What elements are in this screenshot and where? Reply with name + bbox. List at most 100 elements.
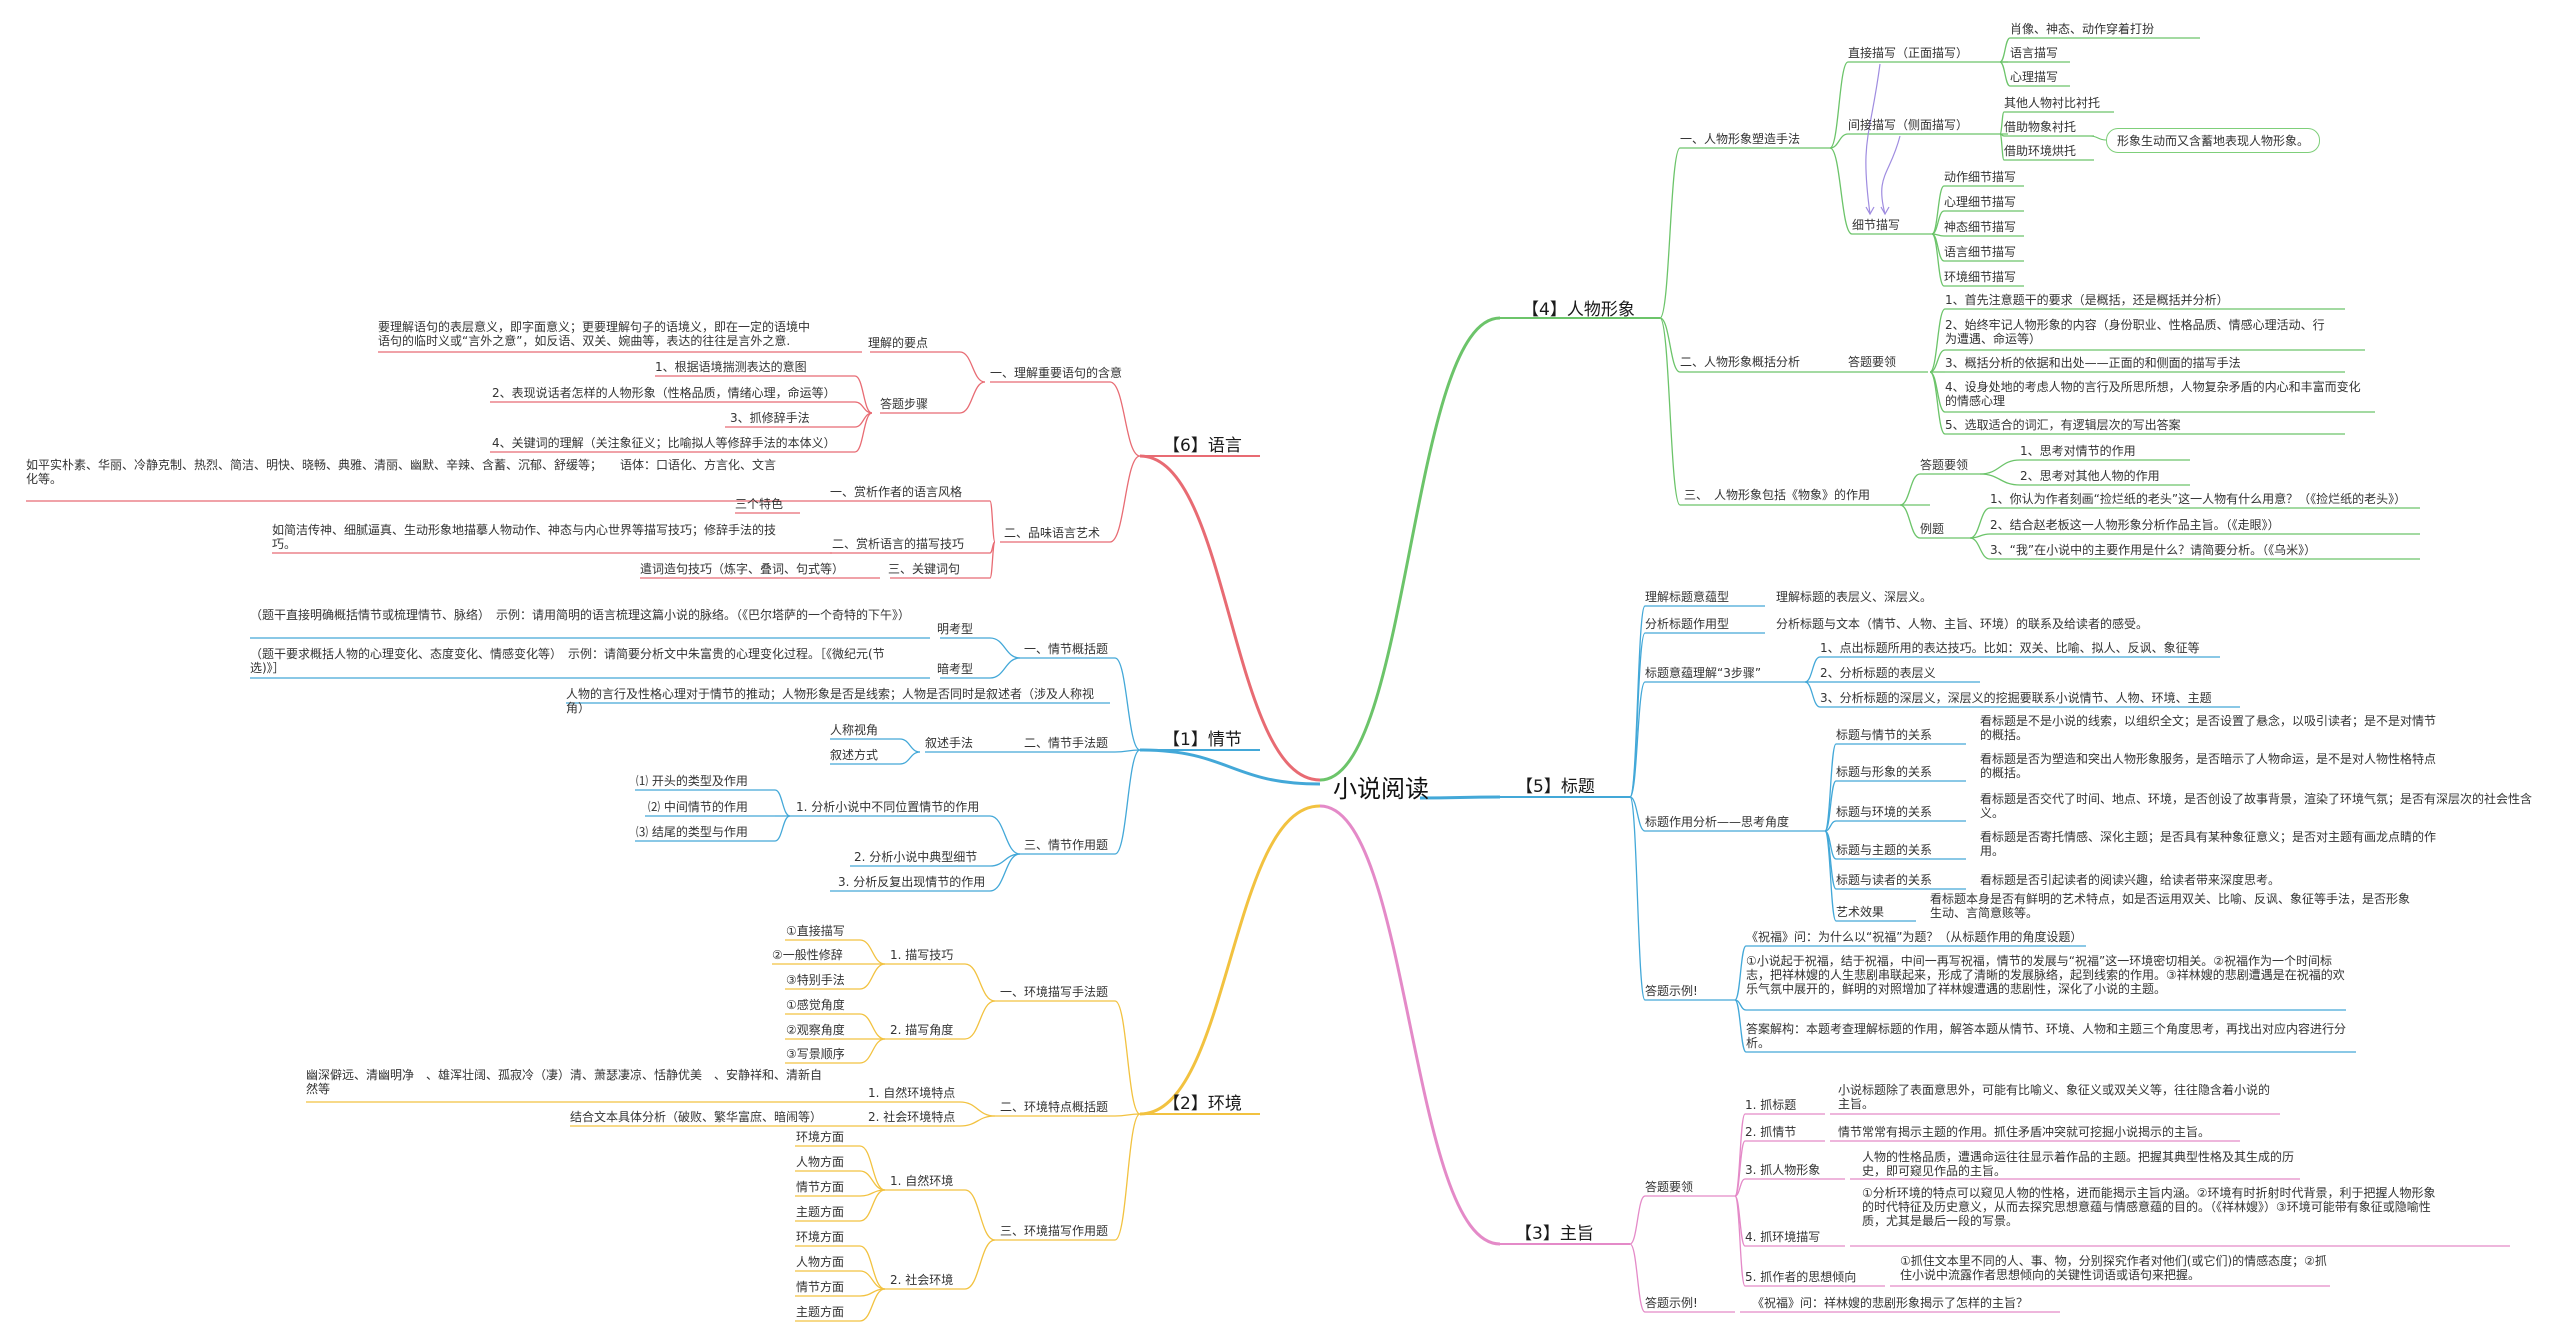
- node-three-features[interactable]: 三个特色: [735, 497, 784, 511]
- leaf-middle-function[interactable]: ⑵ 中间情节的作用: [648, 800, 748, 814]
- node-character-analysis[interactable]: 二、人物形象概括分析: [1680, 355, 1801, 369]
- leaf-step-rhetoric[interactable]: 3、抓修辞手法: [730, 411, 810, 425]
- node-language-art[interactable]: 二、品味语言艺术: [1004, 526, 1101, 540]
- leaf-example-3[interactable]: 3、“我”在小说中的主要作用是什么？请简要分析。（《乌米》）: [1990, 543, 2317, 557]
- leaf-detail-expression[interactable]: 神态细节描写: [1944, 220, 2017, 234]
- node-grab-environment[interactable]: 4. 抓环境描写: [1745, 1230, 1821, 1244]
- leaf-step-context[interactable]: 1、根据语境揣测表达的意图: [655, 360, 807, 374]
- node-title-meaning-type[interactable]: 理解标题意蕴型: [1645, 590, 1730, 604]
- node-title-angles[interactable]: 标题作用分析——思考角度: [1645, 815, 1790, 829]
- node-answer-steps[interactable]: 答题步骤: [880, 397, 929, 411]
- node-theme-sample[interactable]: 答题示例!: [1645, 1296, 1698, 1310]
- leaf-special-method[interactable]: ③特别手法: [786, 973, 845, 987]
- node-repeated-plot[interactable]: 3. 分析反复出现情节的作用: [838, 875, 986, 889]
- leaf-grab-character[interactable]: 人物的性格品质，遭遇命运往往显示着作品的主题。把握其典型性格及其生成的历史，即可…: [1862, 1150, 2295, 1178]
- node-key-sentences[interactable]: 一、理解重要语句的含意: [990, 366, 1123, 380]
- leaf-description-skills[interactable]: 如简洁传神、细腻逼真、生动形象地描摹人物动作、神态与内心世界等描写技巧；修辞手法…: [272, 523, 777, 551]
- leaf-function-people[interactable]: 2、思考对其他人物的作用: [2020, 469, 2160, 483]
- leaf-implicit-type[interactable]: （题干要求概括人物的心理变化、态度变化、情感变化等） 示例：请简要分析文中朱富贵…: [250, 647, 885, 675]
- leaf-rel-environment[interactable]: 看标题是否交代了时间、地点、环境，是否创设了故事背景，渲染了环境气氛；是否有深层…: [1980, 792, 2533, 820]
- leaf-ending-function[interactable]: ⑶ 结尾的类型与作用: [636, 825, 748, 839]
- leaf-rel-reader[interactable]: 看标题是否引起读者的阅读兴趣，给读者带来深度思考。: [1980, 873, 2281, 887]
- leaf-language-style[interactable]: 如平实朴素、华丽、冷静克制、热烈、简洁、明快、晓畅、典雅、清丽、幽默、辛辣、含蓄…: [26, 458, 777, 486]
- leaf-detail-action[interactable]: 动作细节描写: [1944, 170, 2017, 184]
- node-rel-environment[interactable]: 标题与环境的关系: [1836, 805, 1933, 819]
- branch-plot[interactable]: 【1】情节: [1163, 730, 1242, 750]
- node-character-shaping[interactable]: 一、人物形象塑造手法: [1680, 132, 1801, 146]
- leaf-step-keywords[interactable]: 4、关键词的理解（关注象征义；比喻拟人等修辞手法的本体义）: [492, 436, 836, 450]
- leaf-detail-language[interactable]: 语言细节描写: [1944, 245, 2017, 259]
- leaf-appearance[interactable]: 肖像、神态、动作穿着打扮: [2010, 22, 2155, 36]
- leaf-natural-features[interactable]: 幽深僻远、清幽明净 、雄浑壮阔、孤寂冷（凄）清、萧瑟凄凉、恬静优美 、安静祥和、…: [306, 1068, 823, 1096]
- leaf-key-4[interactable]: 4、设身处地的考虑人物的言行及所思所想，人物复杂矛盾的内心和丰富而变化的情感心理: [1945, 380, 2361, 408]
- node-env-function[interactable]: 三、环境描写作用题: [1000, 1224, 1109, 1238]
- leaf-theme-sample[interactable]: 《祝福》问：祥林嫂的悲剧形象揭示了怎样的主旨？: [1752, 1296, 2029, 1310]
- node-title-three-steps[interactable]: 标题意蕴理解“3步骤”: [1645, 666, 1762, 680]
- leaf-nat-theme[interactable]: 主题方面: [796, 1205, 845, 1219]
- node-examples[interactable]: 例题: [1920, 522, 1945, 536]
- central-topic[interactable]: 小说阅读: [1333, 775, 1429, 803]
- leaf-step-2[interactable]: 2、分析标题的表层义: [1820, 666, 1936, 680]
- branch-character[interactable]: 【4】人物形象: [1522, 300, 1635, 320]
- leaf-grab-plot[interactable]: 情节常常有揭示主题的作用。抓住矛盾冲突就可挖掘小说揭示的主旨。: [1838, 1125, 2211, 1139]
- leaf-key-words[interactable]: 遣词造句技巧（炼字、叠词、句式等）: [640, 562, 845, 576]
- node-title-function-type[interactable]: 分析标题作用型: [1645, 617, 1730, 631]
- leaf-example-1[interactable]: 1、你认为作者刻画“捡烂纸的老头”这一人物有什么用意？（《捡烂纸的老头》）: [1990, 492, 2407, 506]
- node-env-features[interactable]: 二、环境特点概括题: [1000, 1100, 1109, 1114]
- leaf-key-2[interactable]: 2、始终牢记人物形象的内容（身份职业、性格品质、情感心理活动、行为遭遇、命运等）: [1945, 318, 2325, 346]
- branch-title[interactable]: 【5】标题: [1516, 777, 1595, 797]
- node-grab-author[interactable]: 5. 抓作者的思想倾向: [1745, 1270, 1857, 1284]
- node-implicit-type[interactable]: 暗考型: [937, 662, 974, 676]
- leaf-title-meaning-type[interactable]: 理解标题的表层义、深层义。: [1776, 590, 1933, 604]
- leaf-contrast-people[interactable]: 其他人物衬比衬托: [2004, 96, 2101, 110]
- leaf-narration-mode[interactable]: 叙述方式: [830, 748, 879, 762]
- leaf-title-function-type[interactable]: 分析标题与文本（情节、人物、主旨、环境）的联系及给读者的感受。: [1776, 617, 2149, 631]
- node-social-environment[interactable]: 2. 社会环境: [890, 1273, 954, 1287]
- leaf-key-5[interactable]: 5、选取适合的词汇，有逻辑层次的写出答案: [1945, 418, 2181, 432]
- node-grab-character[interactable]: 3. 抓人物形象: [1745, 1163, 1821, 1177]
- branch-language[interactable]: 【6】语言: [1163, 436, 1242, 456]
- leaf-contrast-environment[interactable]: 借助环境烘托: [2004, 144, 2077, 158]
- leaf-direct[interactable]: ①直接描写: [786, 924, 845, 938]
- leaf-soc-plot[interactable]: 情节方面: [796, 1280, 845, 1294]
- node-plot-function[interactable]: 三、情节作用题: [1024, 838, 1109, 852]
- node-typical-detail[interactable]: 2. 分析小说中典型细节: [854, 850, 978, 864]
- leaf-rel-plot[interactable]: 看标题是不是小说的线索，以组织全文；是否设置了悬念，以吸引读者；是不是对情节的概…: [1980, 714, 2437, 742]
- node-grab-plot[interactable]: 2. 抓情节: [1745, 1125, 1797, 1139]
- branch-theme[interactable]: 【3】主旨: [1515, 1224, 1594, 1244]
- leaf-function-plot[interactable]: 1、思考对情节的作用: [2020, 444, 2136, 458]
- node-function-keys[interactable]: 答题要领: [1920, 458, 1969, 472]
- leaf-grab-author[interactable]: ①抓住文本里不同的人、事、物，分别探究作者对他们(或它们)的情感态度；②抓住小说…: [1900, 1254, 2327, 1282]
- leaf-plot-people[interactable]: 人物的言行及性格心理对于情节的推动；人物形象是否是线索；人物是否同时是叙述者（涉…: [566, 687, 1095, 715]
- leaf-rel-image[interactable]: 看标题是否为塑造和突出人物形象服务，是否暗示了人物命运，是不是对人物性格特点的概…: [1980, 752, 2437, 780]
- leaf-contrast-object[interactable]: 借助物象衬托: [2004, 120, 2077, 134]
- leaf-rel-theme[interactable]: 看标题是否寄托情感、深化主题；是否具有某种象征意义；是否对主题有画龙点睛的作用。: [1980, 830, 2437, 858]
- node-language-style[interactable]: 一、赏析作者的语言风格: [830, 485, 963, 499]
- leaf-sample-answer[interactable]: ①小说起于祝福，结于祝福，中间一再写祝福，情节的发展与“祝福”这一环境密切相关。…: [1746, 954, 2345, 996]
- leaf-soc-environment[interactable]: 环境方面: [796, 1230, 845, 1244]
- node-understanding-points[interactable]: 理解的要点: [868, 336, 929, 350]
- leaf-sample-explanation[interactable]: 答案解构：本题考查理解标题的作用，解答本题从情节、环境、人物和主题三个角度思考，…: [1746, 1022, 2347, 1050]
- node-plot-technique[interactable]: 二、情节手法题: [1024, 736, 1109, 750]
- leaf-nat-plot[interactable]: 情节方面: [796, 1180, 845, 1194]
- leaf-detail-environment[interactable]: 环境细节描写: [1944, 270, 2017, 284]
- leaf-key-3[interactable]: 3、概括分析的依据和出处——正面的和侧面的描写手法: [1945, 356, 2241, 370]
- node-direct-description[interactable]: 直接描写（正面描写）: [1848, 46, 1969, 60]
- node-description-skill[interactable]: 1. 描写技巧: [890, 948, 954, 962]
- node-description-angle[interactable]: 2. 描写角度: [890, 1023, 954, 1037]
- node-rel-plot[interactable]: 标题与情节的关系: [1836, 728, 1933, 742]
- leaf-example-2[interactable]: 2、结合赵老板这一人物形象分析作品主旨。（《走眼》）: [1990, 518, 2280, 532]
- leaf-grab-environment[interactable]: ①分析环境的特点可以窥见人物的性格，进而能揭示主旨内涵。②环境有时折射时代背景，…: [1862, 1186, 2436, 1228]
- leaf-observe-angle[interactable]: ②观察角度: [786, 1023, 845, 1037]
- node-grab-title[interactable]: 1. 抓标题: [1745, 1098, 1797, 1112]
- node-plot-summary[interactable]: 一、情节概括题: [1024, 642, 1109, 656]
- node-rel-reader[interactable]: 标题与读者的关系: [1836, 873, 1933, 887]
- leaf-key-1[interactable]: 1、首先注意题干的要求（是概括，还是概括并分析）: [1945, 293, 2229, 307]
- leaf-detail-psychology[interactable]: 心理细节描写: [1944, 195, 2017, 209]
- leaf-step-1[interactable]: 1、点出标题所用的表达技巧。比如：双关、比喻、拟人、反讽、象征等: [1820, 641, 2200, 655]
- node-description-skills[interactable]: 二、赏析语言的描写技巧: [832, 537, 965, 551]
- leaf-language[interactable]: 语言描写: [2010, 46, 2059, 60]
- leaf-general-rhetoric[interactable]: ②一般性修辞: [772, 948, 843, 962]
- leaf-nat-people[interactable]: 人物方面: [796, 1155, 845, 1169]
- node-indirect-summary[interactable]: 形象生动而又含蓄地表现人物形象。: [2106, 128, 2321, 153]
